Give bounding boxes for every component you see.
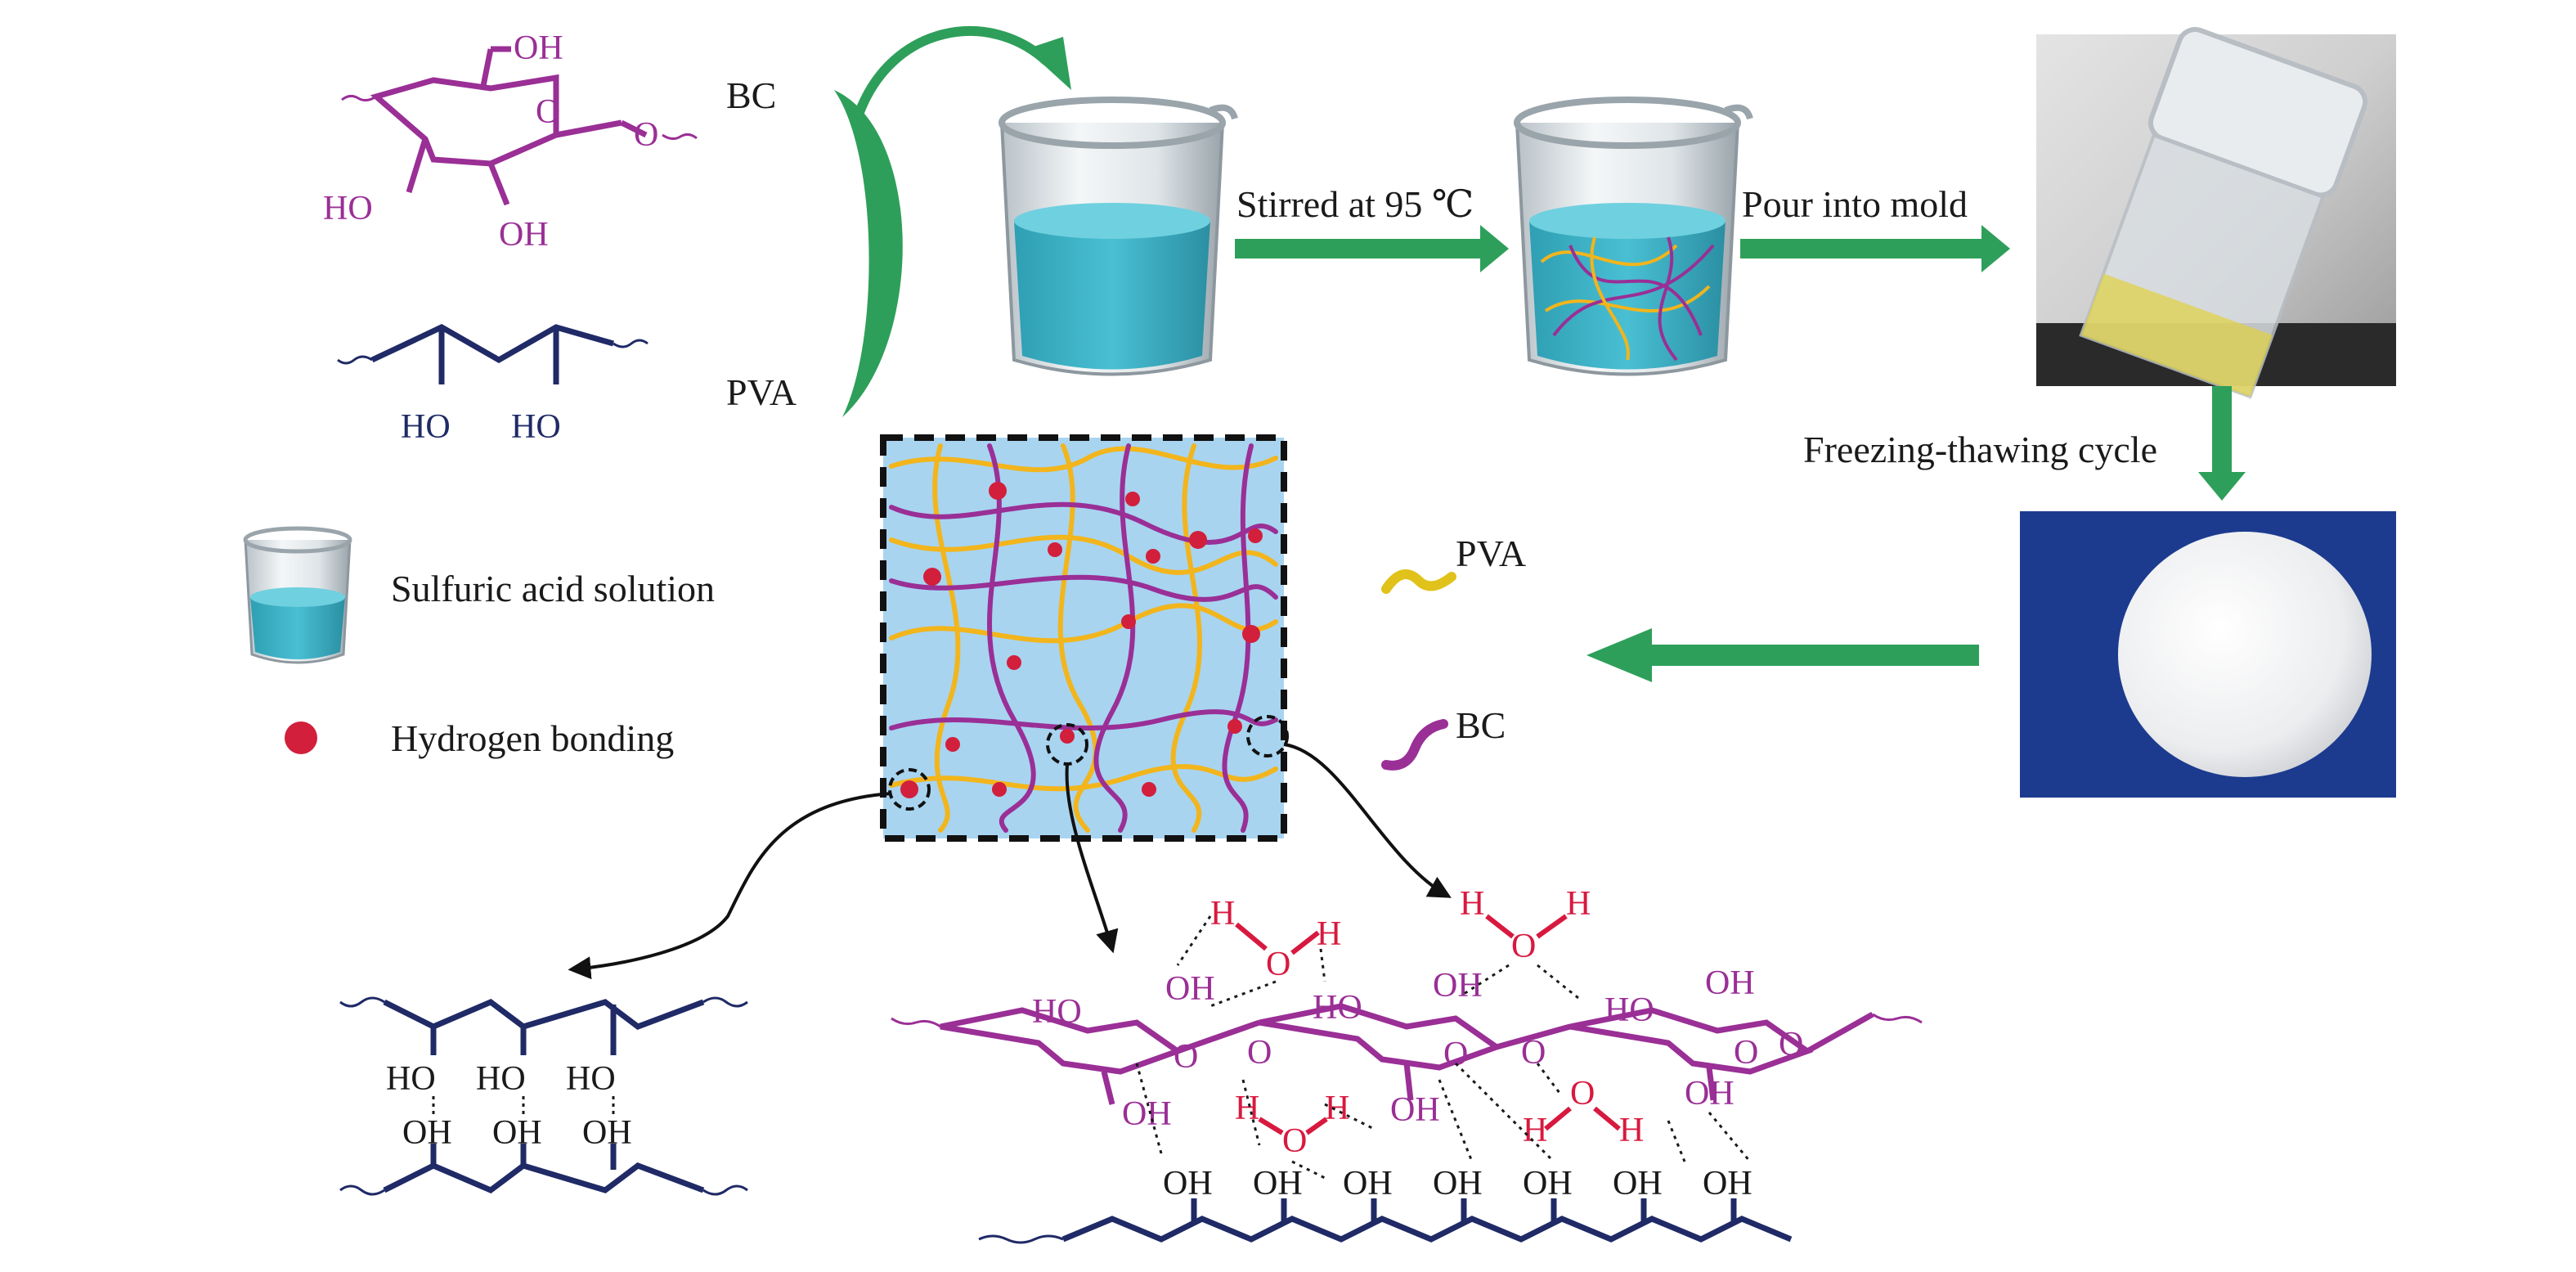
- bc-oh-bottom: OH: [499, 216, 549, 254]
- legend-bc: BC: [1456, 704, 1506, 746]
- pva-ho-2: HO: [511, 408, 561, 446]
- bc-oh-1: OH: [1165, 970, 1215, 1008]
- zoom-arrow-pva-pva: [568, 792, 892, 980]
- pva-unit-structure: [337, 324, 648, 384]
- pva-ho-b: HO: [476, 1060, 526, 1098]
- bc-ho-1: HO: [1032, 993, 1082, 1031]
- bc-oh-4: OH: [1705, 964, 1755, 1002]
- hydrogel-disc-photo: [2020, 511, 2396, 798]
- svg-text:O: O: [1282, 1122, 1307, 1160]
- bc-oh-2: OH: [1122, 1095, 1172, 1133]
- pvab-oh-7: OH: [1703, 1165, 1752, 1202]
- bc-link-o: O: [634, 116, 658, 154]
- pvab-oh-4: OH: [1433, 1165, 1483, 1202]
- pvab-oh-5: OH: [1523, 1165, 1573, 1202]
- svg-text:O: O: [1511, 928, 1536, 965]
- label-bc: BC: [726, 74, 776, 116]
- result-arrow-shaft: [1652, 645, 1979, 666]
- bc-pva-hbond-dots: [1135, 915, 1752, 1180]
- pour-arrow-head: [1981, 225, 2010, 272]
- bc-backbone-structure: [891, 1003, 1923, 1105]
- bc-oh-top: OH: [514, 29, 563, 67]
- bc-oh-3: OH: [1433, 967, 1483, 1005]
- bc-oh-6: OH: [1685, 1075, 1735, 1112]
- bc-fiber-icon: [1381, 719, 1448, 771]
- svg-text:H: H: [1523, 1112, 1547, 1149]
- pvab-oh-1: OH: [1163, 1165, 1213, 1202]
- pva-ho-1: HO: [401, 408, 451, 446]
- svg-text:H: H: [1317, 915, 1341, 953]
- water-molecules: H O H H O H H O H H O H: [1210, 885, 1644, 1160]
- pva-oh-a: OH: [402, 1114, 452, 1152]
- beaker-mixed: [1514, 97, 1753, 376]
- bc-ho-2: HO: [1313, 989, 1362, 1027]
- svg-text:H: H: [1210, 895, 1235, 933]
- pva-pva-hbond-structure: [339, 996, 748, 1196]
- zoom-arrow-bc-pva: [1065, 764, 1119, 954]
- pva-ho-a: HO: [386, 1060, 436, 1098]
- bc-o-3: O: [1734, 1034, 1758, 1072]
- pvab-oh-2: OH: [1253, 1165, 1303, 1202]
- bc-glucose-structure: [341, 46, 698, 206]
- result-arrow-head: [1586, 628, 1652, 682]
- label-sulfuric: Sulfuric acid solution: [391, 568, 715, 609]
- bc-o-link2: O: [1521, 1034, 1546, 1072]
- bc-ho-3: HO: [1604, 991, 1654, 1029]
- zoom-arrow-water: [1283, 743, 1452, 898]
- stirred-arrow-shaft: [1235, 239, 1480, 258]
- svg-text:H: H: [1460, 885, 1484, 923]
- network-square: [880, 434, 1289, 842]
- pva-ho-c: HO: [566, 1060, 616, 1098]
- pva-hbond-dots: [432, 1096, 615, 1117]
- svg-text:O: O: [1570, 1075, 1595, 1112]
- freeze-arrow-shaft: [2212, 386, 2232, 472]
- bc-ring-o: O: [536, 93, 560, 131]
- pva-bottom-chain: [978, 1198, 1793, 1244]
- pour-arrow-shaft: [1740, 239, 1981, 258]
- svg-text:H: H: [1325, 1090, 1349, 1127]
- legend-pva: PVA: [1456, 533, 1526, 574]
- svg-text:H: H: [1619, 1112, 1644, 1149]
- label-freeze: Freezing-thawing cycle: [1803, 429, 2157, 470]
- mold-photo: [2036, 27, 2396, 399]
- svg-text:H: H: [1235, 1090, 1259, 1127]
- bc-o-1: O: [1174, 1038, 1198, 1076]
- pour-curved-arrow: [854, 26, 1051, 117]
- pour-curved-arrow-head: [1026, 37, 1071, 90]
- freeze-arrow-head: [2198, 472, 2246, 501]
- bc-o-link1: O: [1247, 1034, 1272, 1072]
- combine-curved-arrow: [834, 90, 903, 417]
- pva-oh-c: OH: [582, 1114, 632, 1152]
- label-hbond: Hydrogen bonding: [391, 717, 674, 759]
- stirred-arrow-head: [1480, 225, 1509, 272]
- pvab-oh-3: OH: [1343, 1165, 1393, 1202]
- bc-o-link3: O: [1779, 1026, 1803, 1063]
- beaker-solution: [999, 97, 1238, 376]
- sulfuric-beaker-icon: [243, 526, 352, 664]
- pva-fiber-icon: [1381, 569, 1456, 594]
- bc-o-2: O: [1443, 1036, 1468, 1073]
- svg-text:O: O: [1266, 946, 1290, 983]
- bc-ho-left: HO: [323, 190, 373, 227]
- svg-text:H: H: [1566, 885, 1591, 923]
- label-pour: Pour into mold: [1742, 183, 1968, 225]
- label-stirred: Stirred at 95 ℃: [1236, 183, 1474, 225]
- pvab-oh-6: OH: [1613, 1165, 1663, 1202]
- label-pva: PVA: [726, 371, 797, 413]
- hbond-legend-dot: [285, 721, 317, 754]
- bc-oh-5: OH: [1390, 1091, 1440, 1129]
- pva-oh-b: OH: [492, 1114, 542, 1152]
